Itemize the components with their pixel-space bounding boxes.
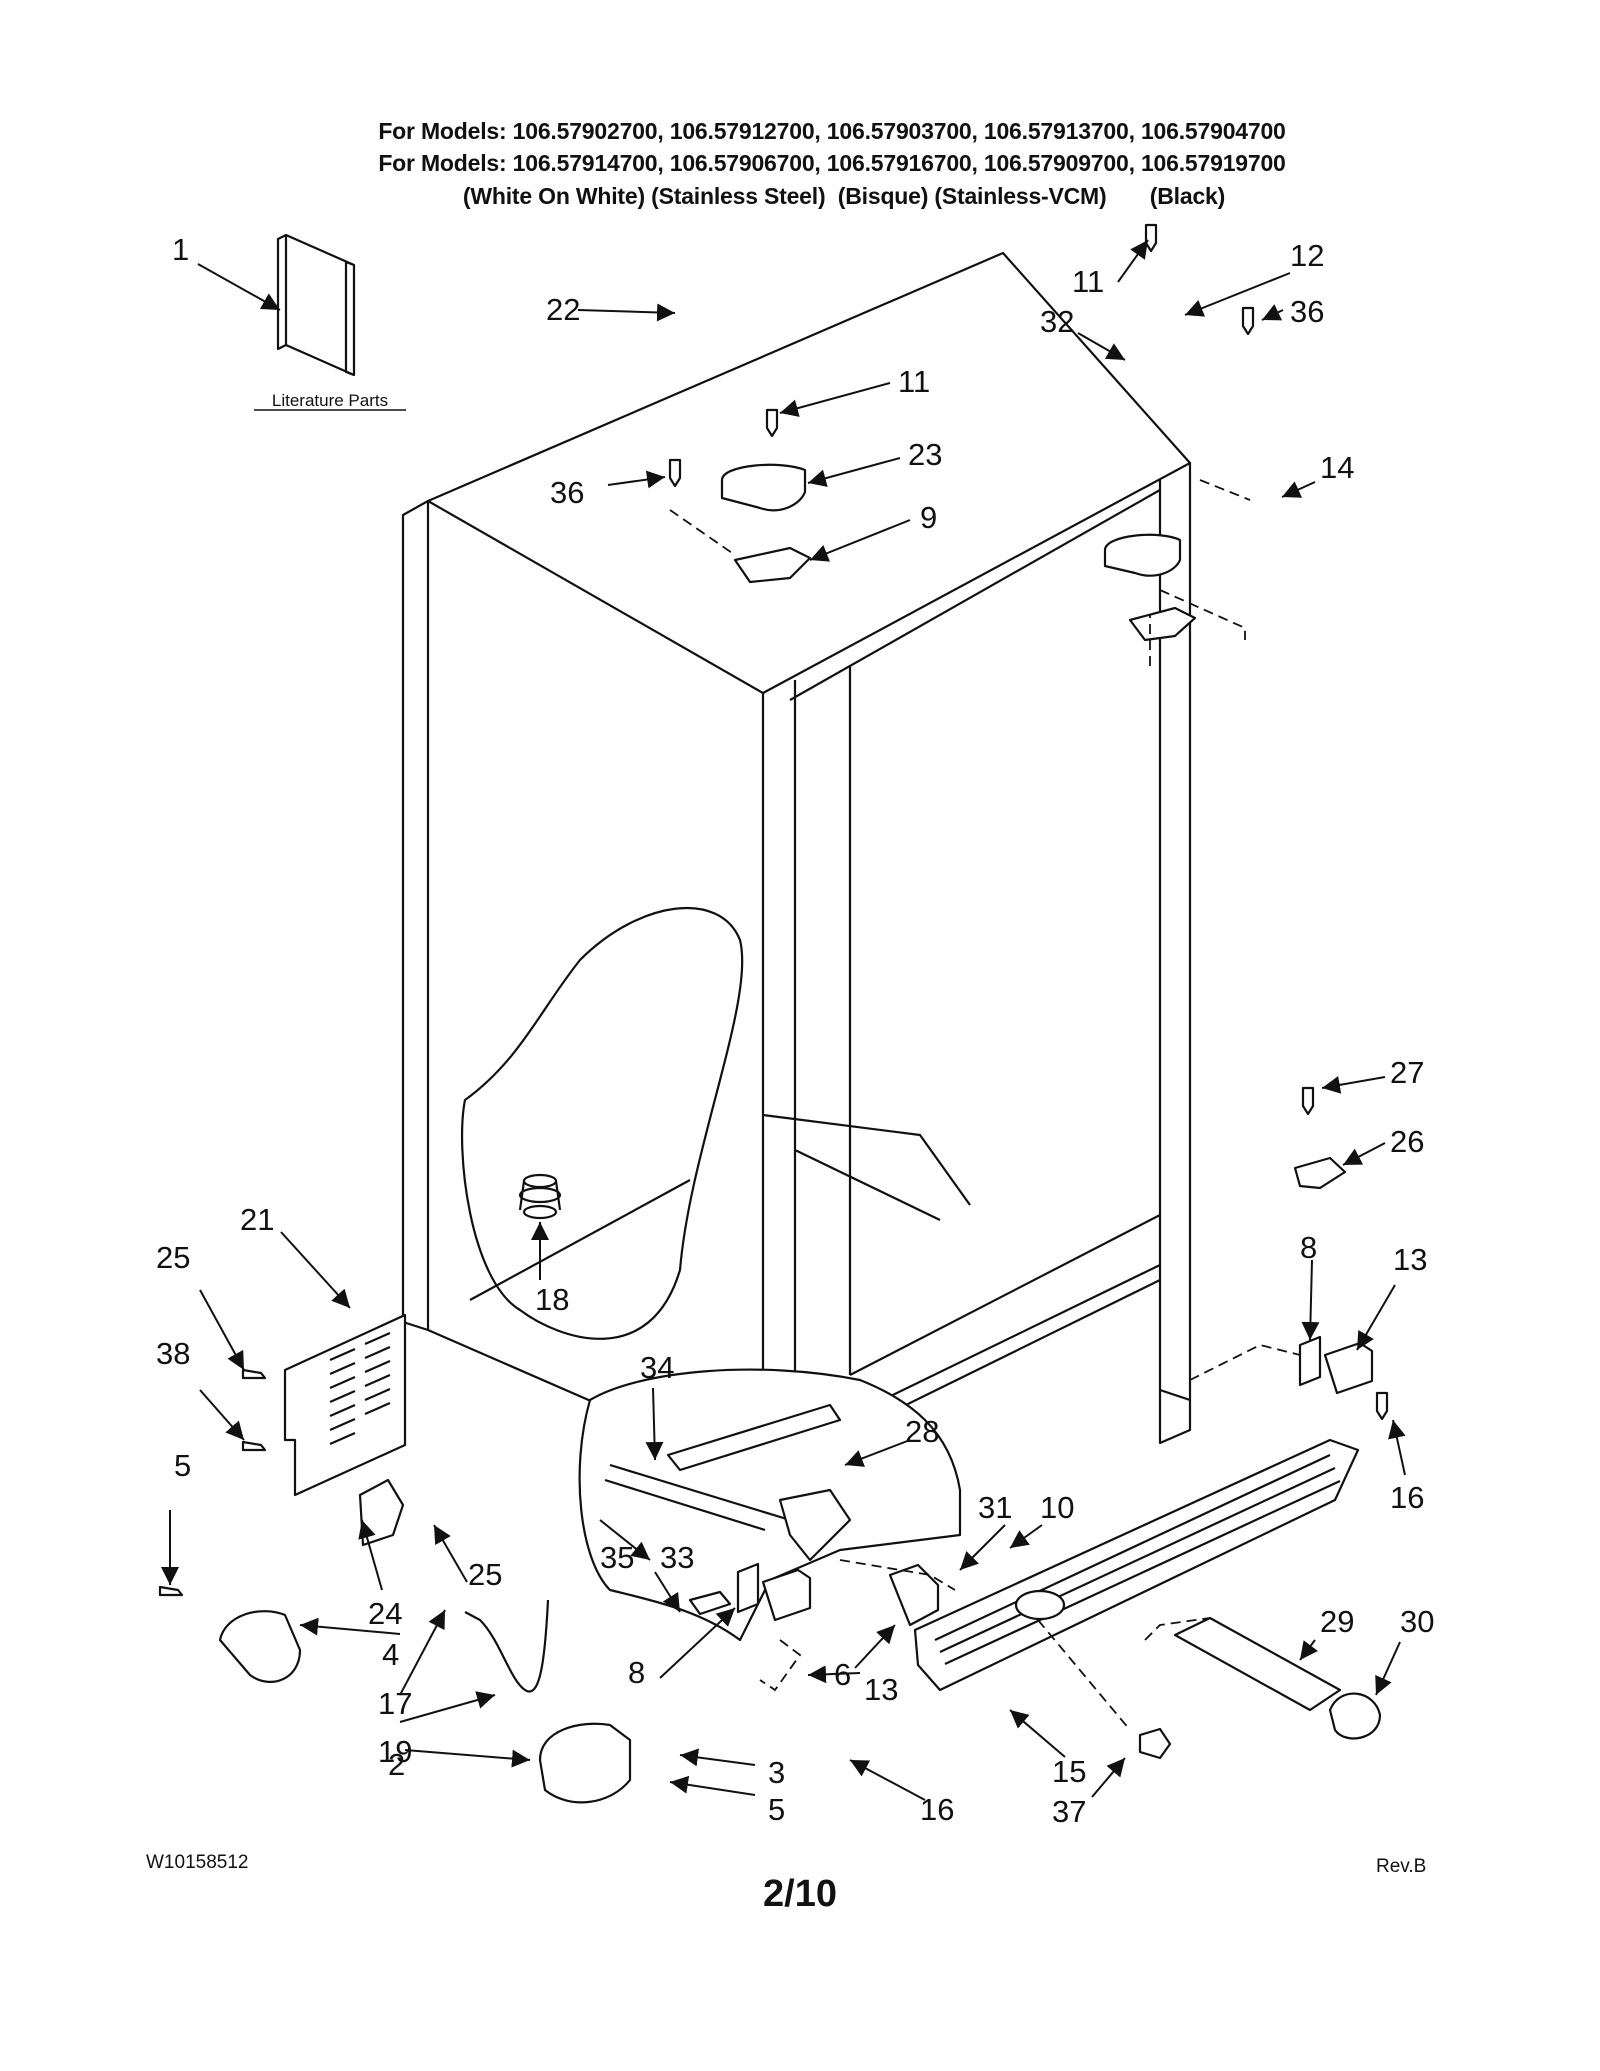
callout-8b: 8 (628, 1655, 645, 1690)
callout-16: 16 (1390, 1480, 1424, 1515)
literature-booklet (276, 233, 356, 377)
callout-24: 24 (368, 1596, 402, 1631)
callout-8: 8 (1300, 1230, 1317, 1265)
callout-12: 12 (1290, 238, 1324, 273)
hinge-cover-right (1103, 533, 1182, 577)
callout-18: 18 (535, 1282, 569, 1317)
callout-34: 34 (640, 1350, 674, 1385)
callout-5: 5 (174, 1448, 191, 1483)
water-tube-housing (666, 1403, 842, 1472)
callout-6: 6 (834, 1657, 851, 1692)
callout-3: 3 (768, 1755, 785, 1790)
toe-grille (913, 1438, 1360, 1692)
callout-11: 11 (898, 364, 930, 399)
models-line-1: For Models: 106.57902700, 106.57912700, … (378, 118, 1286, 144)
callout-1: 1 (172, 232, 189, 267)
callout-31: 31 (978, 1490, 1012, 1525)
callout-9: 9 (920, 500, 937, 535)
cutaway-window-lower (578, 1368, 962, 1642)
literature-parts-label: Literature Parts (272, 391, 388, 410)
callout-17: 17 (378, 1686, 412, 1721)
water-line-19 (464, 1599, 550, 1693)
clip-33 (688, 1590, 732, 1616)
callout-22: 22 (546, 292, 580, 327)
callout-29: 29 (1320, 1604, 1354, 1639)
callout-25b: 25 (468, 1557, 502, 1592)
hinge-cover-left (720, 463, 807, 512)
callout-26: 26 (1390, 1124, 1424, 1159)
callout-labels: 1 22 11 23 36 9 11 12 32 36 14 27 26 21 … (156, 232, 1434, 1829)
page-number: 2/10 (763, 1873, 837, 1915)
callout-2: 2 (388, 1747, 405, 1782)
callout-5b: 5 (768, 1792, 785, 1827)
callout-19: 19 (378, 1734, 412, 1769)
callout-35: 35 (600, 1540, 634, 1575)
cutaway-window-upper (460, 907, 744, 1340)
bottom-hinge-shim-right (1298, 1335, 1322, 1387)
bottom-hinge-shim-left (736, 1562, 760, 1614)
bottom-hinge-left (761, 1568, 812, 1622)
drain-grommet (518, 1173, 562, 1220)
callout-36b: 36 (1290, 294, 1324, 329)
callout-14: 14 (1320, 450, 1354, 485)
document-number: W10158512 (146, 1852, 249, 1873)
callout-33: 33 (660, 1540, 694, 1575)
tube-holder (778, 1488, 852, 1562)
callout-25: 25 (156, 1240, 190, 1275)
callout-36: 36 (550, 475, 584, 510)
callout-11b: 11 (1072, 264, 1104, 299)
callout-16b: 16 (920, 1792, 954, 1827)
models-line-3: (White On White) (Stainless Steel) (Bisq… (462, 183, 1226, 209)
callout-15: 15 (1052, 1754, 1086, 1789)
filter-cap-30 (1328, 1692, 1382, 1740)
callout-37: 37 (1052, 1794, 1086, 1829)
bottom-hinge-right (1323, 1341, 1374, 1395)
leader-arrows (161, 239, 1406, 1801)
callout-23: 23 (908, 437, 942, 472)
callout-4: 4 (382, 1637, 399, 1672)
upper-hinge-right (1128, 606, 1197, 642)
callout-21: 21 (240, 1202, 274, 1237)
rear-access-panel (283, 1313, 407, 1497)
upper-hinge-left (733, 546, 812, 584)
callout-27: 27 (1390, 1055, 1424, 1090)
callout-38: 38 (156, 1336, 190, 1371)
leveling-roller-4 (218, 1610, 302, 1683)
callout-13: 13 (1393, 1242, 1427, 1277)
revision: Rev.B (1376, 1856, 1427, 1877)
dashed-guides (669, 479, 1301, 1731)
filter-bypass-37 (1138, 1727, 1172, 1760)
water-filter-29 (1173, 1616, 1342, 1712)
models-line-2: For Models: 106.57914700, 106.57906700, … (378, 150, 1286, 176)
callout-28: 28 (905, 1414, 939, 1449)
hinge-bracket-26 (1293, 1156, 1347, 1190)
callout-10: 10 (1040, 1490, 1074, 1525)
callout-32: 32 (1040, 304, 1074, 339)
callout-13b: 13 (864, 1672, 898, 1707)
callout-30: 30 (1400, 1604, 1434, 1639)
roller-assembly-2 (538, 1722, 632, 1804)
bracket-6 (888, 1563, 940, 1627)
